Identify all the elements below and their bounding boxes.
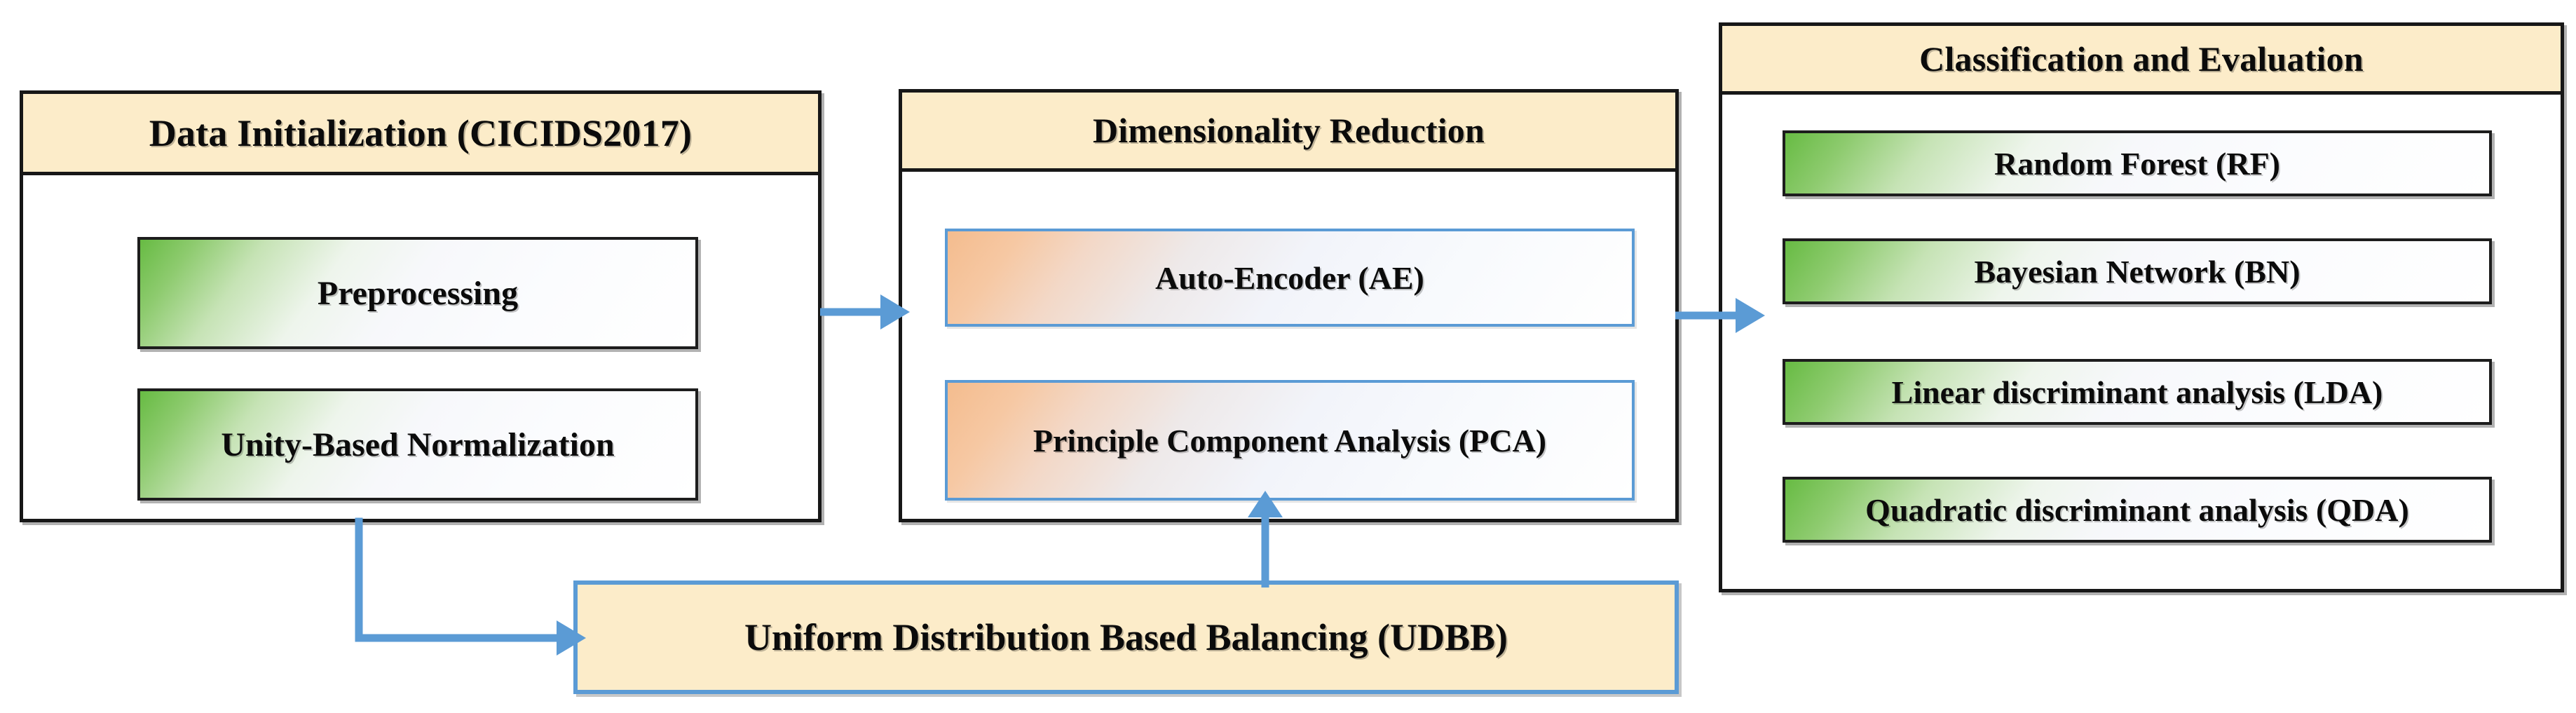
stage-dimensionality-reduction-header: Dimensionality Reduction — [902, 93, 1675, 172]
stage-data-initialization-title: Data Initialization (CICIDS2017) — [149, 111, 693, 154]
item-unity-based-normalization-label: Unity-Based Normalization — [221, 426, 615, 463]
item-bayesian-network[interactable]: Bayesian Network (BN) — [1783, 238, 2492, 304]
connector-dim-reduction-to-classification — [1675, 291, 1766, 340]
item-lda[interactable]: Linear discriminant analysis (LDA) — [1783, 359, 2492, 425]
connector-data-init-to-dim-reduction — [820, 287, 911, 337]
item-random-forest-label: Random Forest (RF) — [1994, 145, 2280, 182]
item-preprocessing[interactable]: Preprocessing — [137, 237, 698, 349]
item-bayesian-network-label: Bayesian Network (BN) — [1974, 253, 2301, 290]
stage-classification-evaluation-header: Classification and Evaluation — [1722, 26, 2561, 95]
item-lda-label: Linear discriminant analysis (LDA) — [1891, 374, 2383, 410]
item-unity-based-normalization[interactable]: Unity-Based Normalization — [137, 388, 698, 501]
item-auto-encoder[interactable]: Auto-Encoder (AE) — [945, 229, 1635, 327]
item-auto-encoder-label: Auto-Encoder (AE) — [1155, 259, 1424, 296]
stage-dimensionality-reduction-title: Dimensionality Reduction — [1093, 111, 1485, 150]
item-pca[interactable]: Principle Component Analysis (PCA) — [945, 380, 1635, 501]
item-preprocessing-label: Preprocessing — [317, 274, 519, 312]
stage-data-initialization-header: Data Initialization (CICIDS2017) — [23, 94, 818, 175]
stage-udbb-label: Uniform Distribution Based Balancing (UD… — [744, 616, 1508, 658]
stage-classification-evaluation-title: Classification and Evaluation — [1919, 39, 2364, 79]
item-qda-label: Quadratic discriminant analysis (QDA) — [1865, 491, 2409, 528]
connector-data-init-to-udbb — [350, 517, 589, 659]
stage-udbb[interactable]: Uniform Distribution Based Balancing (UD… — [573, 580, 1679, 694]
item-random-forest[interactable]: Random Forest (RF) — [1783, 130, 2492, 196]
item-pca-label: Principle Component Analysis (PCA) — [1033, 422, 1547, 459]
connector-udbb-to-pca — [1234, 491, 1297, 589]
item-qda[interactable]: Quadratic discriminant analysis (QDA) — [1783, 477, 2492, 543]
